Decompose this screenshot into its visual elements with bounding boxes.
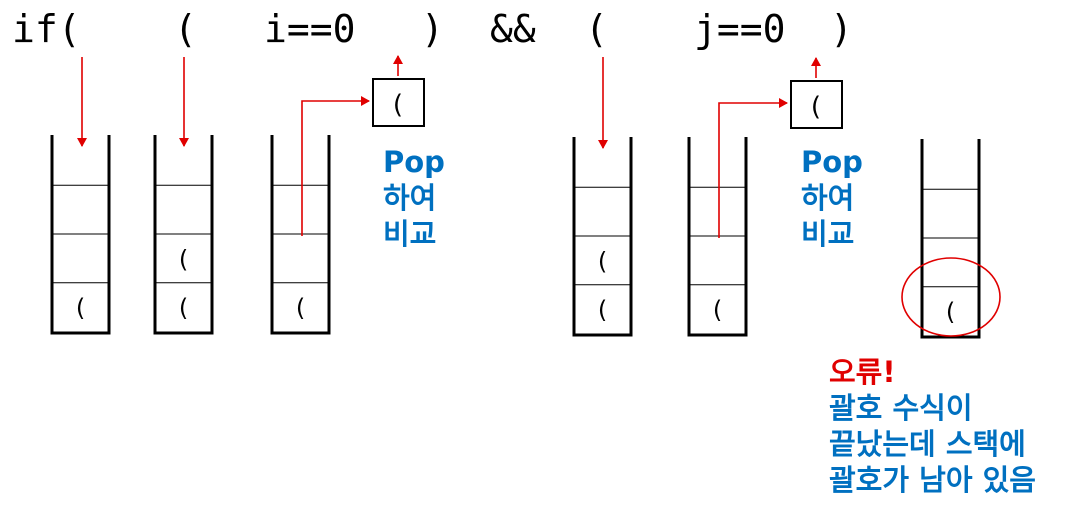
note1-line-3: 비교 (383, 217, 436, 251)
stack-frame (572, 137, 633, 337)
error-title: 오류! (829, 355, 896, 389)
stack-6: ( (920, 139, 981, 339)
stack-frame (270, 135, 331, 335)
stack-frame (153, 135, 214, 335)
arrows (77, 55, 821, 238)
note1-line-1: Pop (383, 145, 445, 179)
error-line-3: 괄호가 남아 있음 (829, 463, 1036, 497)
popped-box-1: ( (372, 78, 425, 127)
token-open-paren-2: ( (585, 7, 608, 51)
popped-char-1: ( (393, 90, 403, 120)
popped-char-2: ( (811, 92, 821, 122)
pop-compare-note-1: Pop 하여 비교 (383, 145, 445, 251)
error-line-2: 끝났는데 스택에 (829, 427, 1026, 461)
pop-arrow-1 (301, 96, 370, 236)
expression: if( ( i==0 ) && ( j==0 ) (12, 7, 853, 51)
note2-line-2: 하여 (801, 181, 854, 215)
stack-5: ( (687, 137, 748, 337)
stack-2: (( (153, 135, 214, 335)
stack-cell-value: ( (296, 294, 305, 322)
popped-box-1-frame (372, 78, 425, 127)
stacks: (((((((( (50, 135, 981, 339)
error-note: 오류! 괄호 수식이 끝났는데 스택에 괄호가 남아 있음 (829, 355, 1036, 497)
popped-box-2-frame (790, 80, 843, 129)
stack-1: ( (50, 135, 111, 335)
stack-3: ( (270, 135, 331, 335)
token-i-eq-0: i==0 (264, 7, 356, 51)
stack-frame (920, 139, 981, 339)
error-line-1: 괄호 수식이 (829, 391, 973, 425)
stack-cell-value: ( (598, 247, 607, 275)
stack-cell-value: ( (76, 294, 85, 322)
token-close-paren-2: ) (830, 7, 853, 51)
popped-box-2: ( (790, 80, 843, 129)
token-open-paren-1: ( (174, 7, 197, 51)
stack-frame (50, 135, 111, 335)
token-close-paren-1: ) (421, 7, 444, 51)
note2-line-3: 비교 (801, 217, 854, 251)
note1-line-2: 하여 (383, 181, 436, 215)
error-highlight-circle (901, 257, 1001, 337)
pop-compare-note-2: Pop 하여 비교 (801, 145, 863, 251)
token-j-eq-0: j==0 (694, 7, 786, 51)
stack-frame (687, 137, 748, 337)
pop-arrow-2 (718, 98, 788, 238)
stack-cell-value: ( (713, 296, 722, 324)
stack-cell-value: ( (598, 296, 607, 324)
stack-cell-value: ( (946, 298, 955, 326)
stack-4: (( (572, 137, 633, 337)
token-and: && (490, 7, 536, 51)
note2-line-1: Pop (801, 145, 863, 179)
stack-cell-value: ( (179, 245, 188, 273)
token-if: if( (12, 7, 81, 51)
stack-cell-value: ( (179, 294, 188, 322)
